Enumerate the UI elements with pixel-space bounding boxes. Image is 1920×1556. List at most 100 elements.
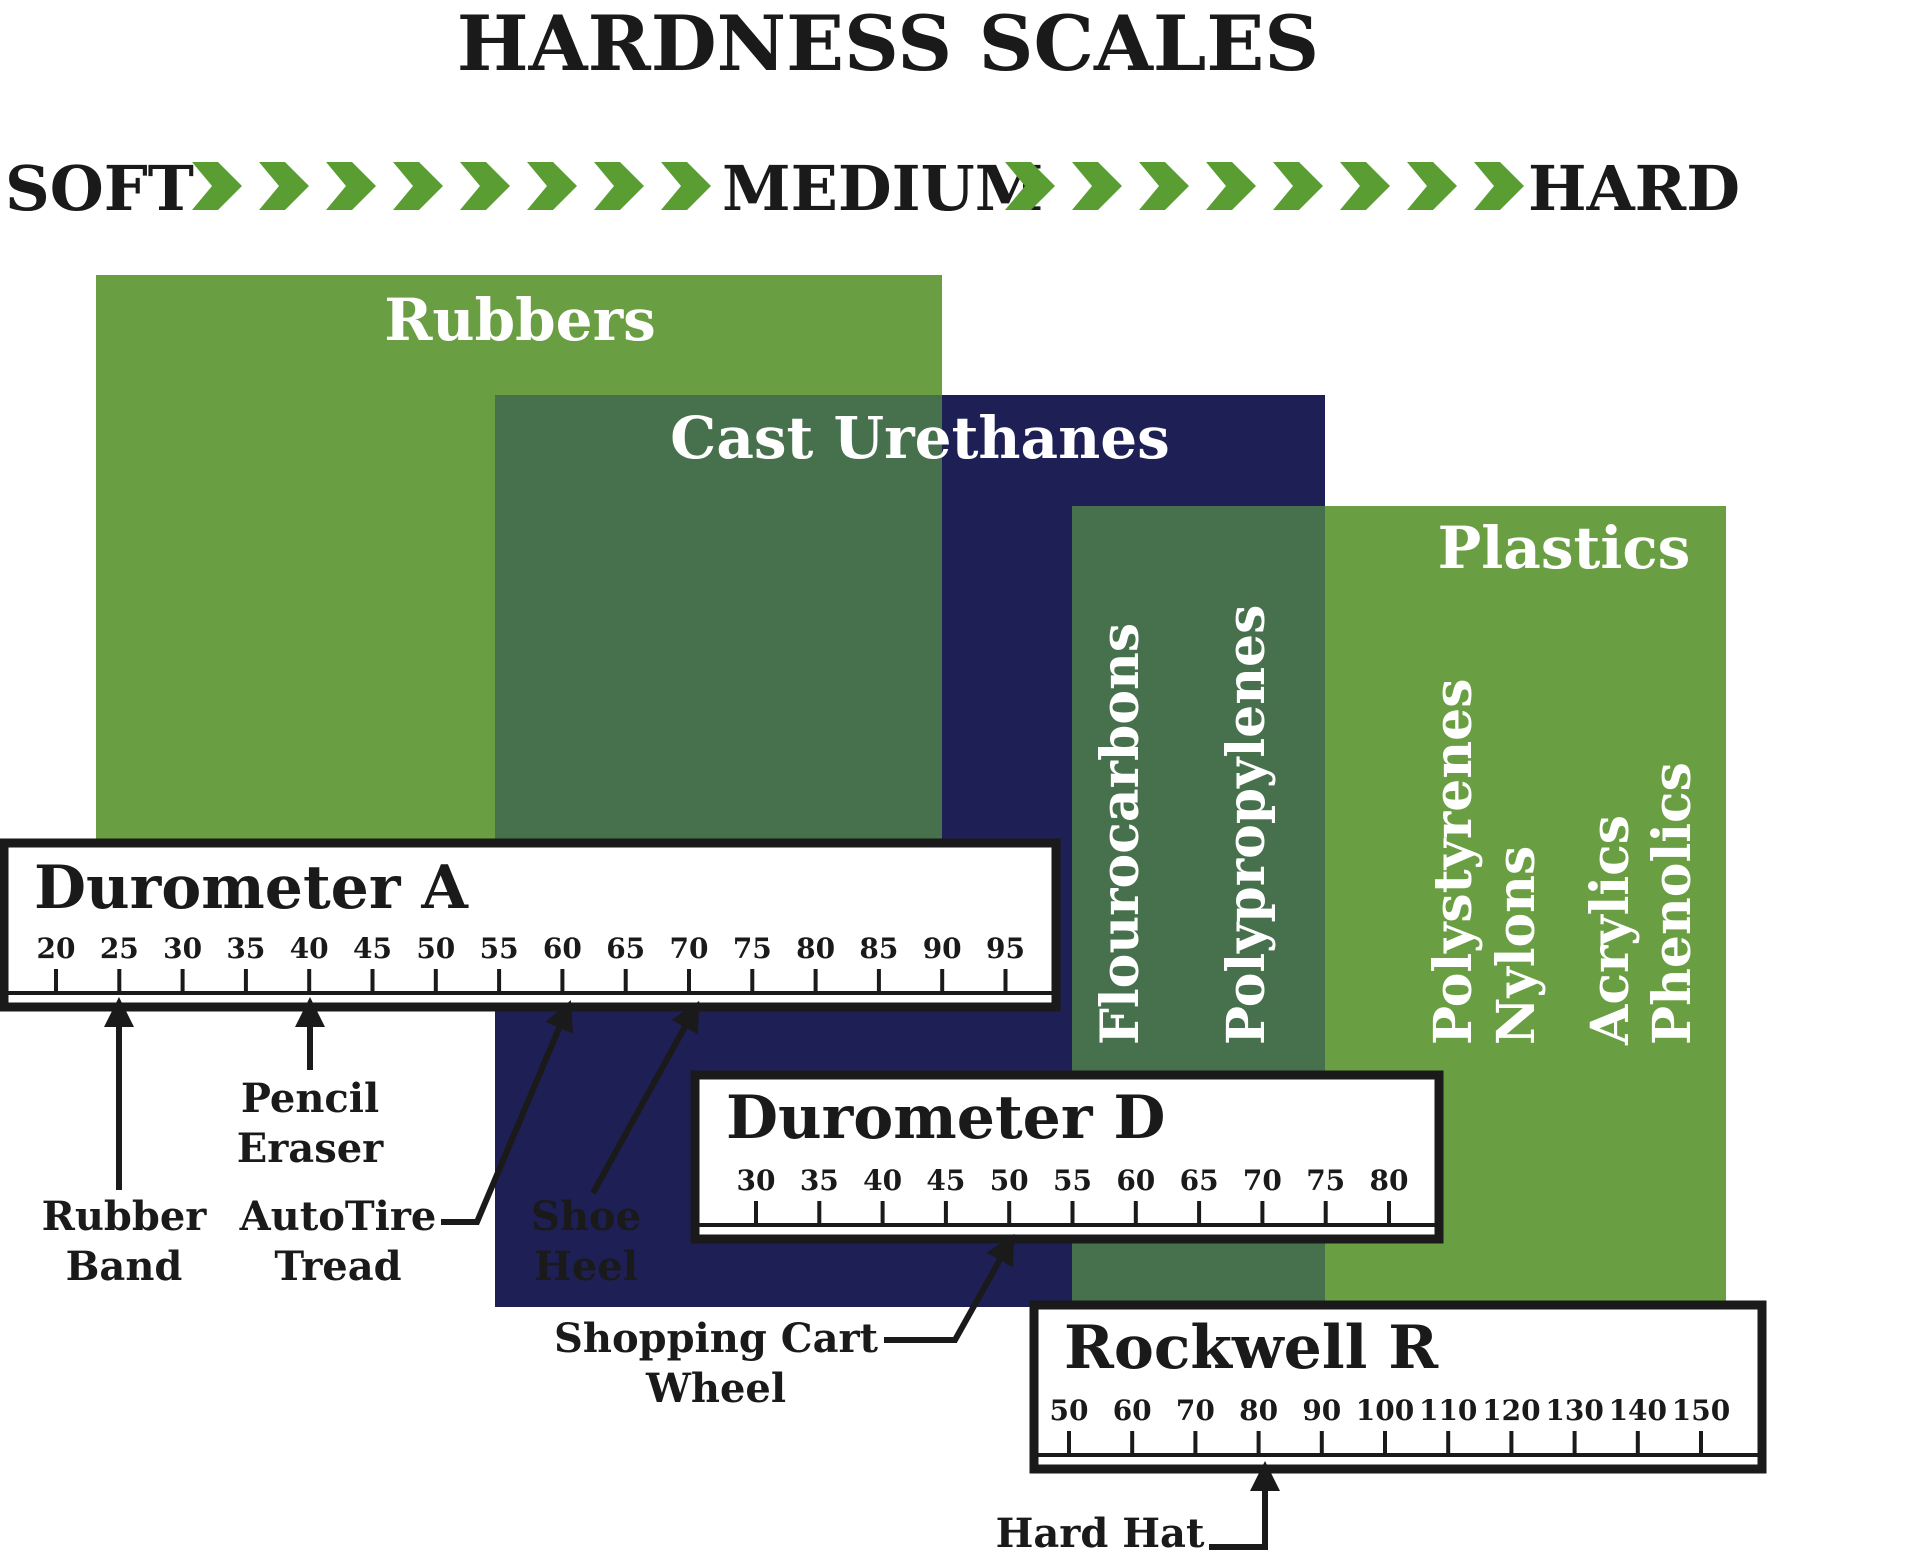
rockwell-r-tick-label: 90 (1302, 1394, 1341, 1427)
durometer-a-tick-label: 40 (290, 932, 329, 965)
chevron-arrow-icon (326, 162, 376, 210)
chevron-arrow-icon (192, 162, 242, 210)
shopping-cart-line1: Shopping Cart (554, 1315, 879, 1362)
callout-rubber-band: Rubber Band (42, 1193, 208, 1290)
durometer-a-tick-label: 30 (163, 932, 202, 965)
durometer-a-tick-label: 95 (986, 932, 1025, 965)
durometer-d-ticks: 30 35 40 45 50 55 60 65 70 75 80 (737, 1164, 1409, 1225)
chevron-arrow-icon (1206, 162, 1256, 210)
durometer-d-tick-label: 75 (1306, 1164, 1345, 1197)
autotire-tread-line2: Tread (274, 1243, 401, 1290)
durometer-d-tick-label: 50 (990, 1164, 1029, 1197)
shoe-heel-arrow (590, 1000, 700, 1195)
durometer-d-tick-label: 65 (1180, 1164, 1219, 1197)
callout-hard-hat: Hard Hat (996, 1510, 1205, 1556)
chevron-arrow-icon (1407, 162, 1457, 210)
rockwell-r-tick-label: 60 (1113, 1394, 1152, 1427)
callout-shoe-heel: Shoe Heel (531, 1193, 641, 1290)
rockwell-r-tick-label: 80 (1239, 1394, 1278, 1427)
rockwell-r-tick-label: 100 (1356, 1394, 1414, 1427)
shopping-cart-line2: Wheel (645, 1365, 786, 1412)
durometer-d-tick-label: 45 (926, 1164, 965, 1197)
durometer-d-tick-label: 80 (1370, 1164, 1409, 1197)
hard-hat-line1: Hard Hat (996, 1510, 1205, 1551)
durometer-a-tick-label: 55 (480, 932, 519, 965)
callout-arrows (104, 997, 1280, 1550)
durometer-a-tick-label: 85 (859, 932, 898, 965)
durometer-d-tick-label: 30 (737, 1164, 776, 1197)
chevron-arrow-icon (1340, 162, 1390, 210)
durometer-d-tick-label: 40 (863, 1164, 902, 1197)
rockwell-r-tick-label: 150 (1672, 1394, 1730, 1427)
chevron-arrow-icon (1005, 162, 1055, 210)
rockwell-r-tick-label: 110 (1419, 1394, 1477, 1427)
rockwell-r-tick-label: 130 (1545, 1394, 1603, 1427)
durometer-a-tick-label: 60 (543, 932, 582, 965)
durometer-d-tick-label: 55 (1053, 1164, 1092, 1197)
cast-urethanes-label: Cast Urethanes (670, 404, 1170, 472)
durometer-d-tick-label: 70 (1243, 1164, 1282, 1197)
rockwell-r-tick-label: 140 (1609, 1394, 1667, 1427)
material-nylons: Nylons (1486, 846, 1547, 1045)
durometer-a-tick-label: 65 (606, 932, 645, 965)
shoe-heel-line1: Shoe (531, 1193, 641, 1240)
soft-to-medium-arrows (192, 162, 711, 210)
chevron-arrow-icon (1139, 162, 1189, 210)
durometer-d-title: Durometer D (726, 1083, 1165, 1153)
medium-to-hard-arrows (1005, 162, 1524, 210)
rubber-band-line1: Rubber (42, 1193, 208, 1240)
durometer-a-tick-label: 45 (353, 932, 392, 965)
durometer-a-title: Durometer A (34, 853, 469, 923)
autotire-tread-arrow (441, 1000, 573, 1225)
chevron-arrow-icon (661, 162, 711, 210)
chevron-arrow-icon (1072, 162, 1122, 210)
rubber-band-line2: Band (66, 1243, 183, 1290)
material-phenolics: Phenolics (1642, 762, 1703, 1045)
chevron-arrow-icon (393, 162, 443, 210)
callout-pencil-eraser: Pencil Eraser (237, 1075, 384, 1172)
material-polystyrenes: Polystyrenes (1423, 678, 1484, 1045)
rockwell-r-tick-label: 50 (1050, 1394, 1089, 1427)
durometer-a-tick-label: 75 (733, 932, 772, 965)
hard-label: HARD (1528, 152, 1740, 225)
rockwell-r-tick-label: 120 (1482, 1394, 1540, 1427)
chevron-arrow-icon (259, 162, 309, 210)
chevron-arrow-icon (527, 162, 577, 210)
hard-hat-arrow (1209, 1461, 1280, 1550)
chevron-arrow-icon (460, 162, 510, 210)
rubbers-label: Rubbers (384, 286, 656, 354)
material-acrylics: Acrylics (1580, 815, 1641, 1046)
durometer-d-scale: Durometer D 30 35 40 45 50 55 60 65 70 75 80 (690, 1070, 1444, 1244)
chevron-arrow-icon (1273, 162, 1323, 210)
durometer-a-tick-label: 80 (796, 932, 835, 965)
medium-label: MEDIUM (722, 152, 1043, 225)
material-polypropylenes: Polypropylenes (1216, 605, 1277, 1045)
material-flourocarbons: Flourocarbons (1090, 623, 1151, 1045)
chevron-arrow-icon (594, 162, 644, 210)
rubbers-urethanes-overlap (495, 395, 942, 845)
pencil-eraser-line2: Eraser (237, 1125, 384, 1172)
shopping-cart-arrow (884, 1233, 1015, 1343)
callout-autotire-tread: AutoTire Tread (239, 1193, 437, 1290)
durometer-a-tick-label: 20 (37, 932, 76, 965)
durometer-a-ticks: 20 25 30 35 40 45 50 55 60 65 70 75 80 85 90 95 (37, 932, 1025, 993)
autotire-tread-line1: AutoTire (239, 1193, 437, 1240)
durometer-a-tick-label: 90 (923, 932, 962, 965)
durometer-a-scale: Durometer A 20 25 30 35 40 45 50 55 60 65 70 75 80 85… (0, 838, 1061, 1012)
durometer-d-tick-label: 35 (800, 1164, 839, 1197)
durometer-a-tick-label: 50 (416, 932, 455, 965)
plastics-label: Plastics (1438, 514, 1691, 582)
rockwell-r-title: Rockwell R (1064, 1313, 1439, 1383)
durometer-a-tick-label: 25 (100, 932, 139, 965)
page-title: HARDNESS SCALES (457, 0, 1319, 88)
rockwell-r-tick-label: 70 (1176, 1394, 1215, 1427)
chevron-arrow-icon (1474, 162, 1524, 210)
callout-shopping-cart: Shopping Cart Wheel (554, 1315, 879, 1412)
durometer-d-tick-label: 60 (1116, 1164, 1155, 1197)
durometer-a-tick-label: 70 (670, 932, 709, 965)
durometer-a-tick-label: 35 (226, 932, 265, 965)
